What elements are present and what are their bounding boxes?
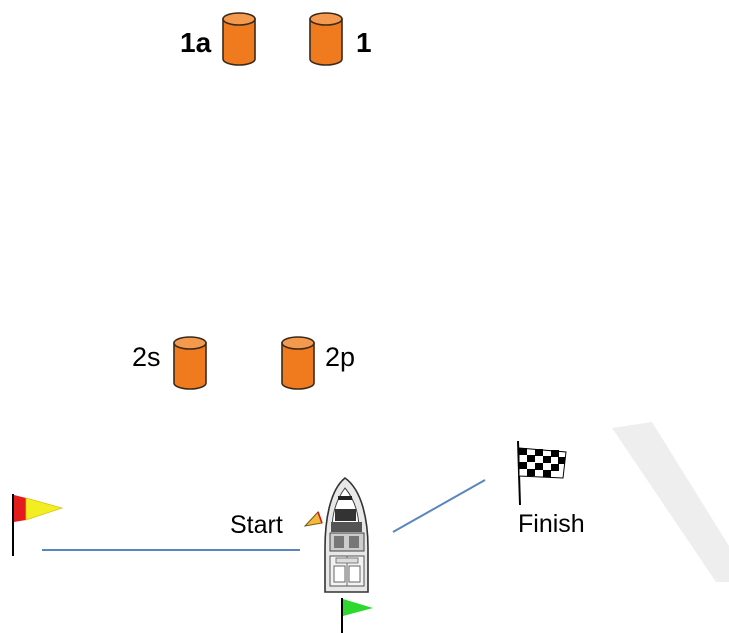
buoy-2s-label: 2s [132,342,161,372]
finish-label: Finish [518,510,585,538]
buoy-1a-icon [222,12,256,66]
buoy-1a: 1a [180,12,256,66]
buoy-1: 1 [309,12,372,66]
checkered-flag-icon [517,440,567,506]
start-label: Start [230,511,283,539]
buoy-2p-icon [281,336,315,390]
buoy-2p: 2p [281,336,355,390]
finish-line [392,479,486,533]
start-pennant-icon [303,511,323,527]
green-flag-icon [341,598,373,633]
buoy-1-icon [309,12,343,66]
buoy-2p-label: 2p [325,342,355,372]
buoy-2s: 2s [132,336,207,390]
boat-icon [324,476,369,593]
start-flag-icon [12,494,64,556]
buoy-2s-icon [173,336,207,390]
buoy-1a-label: 1a [180,27,212,58]
diagonal-band [612,422,729,582]
buoy-1-label: 1 [356,27,372,58]
